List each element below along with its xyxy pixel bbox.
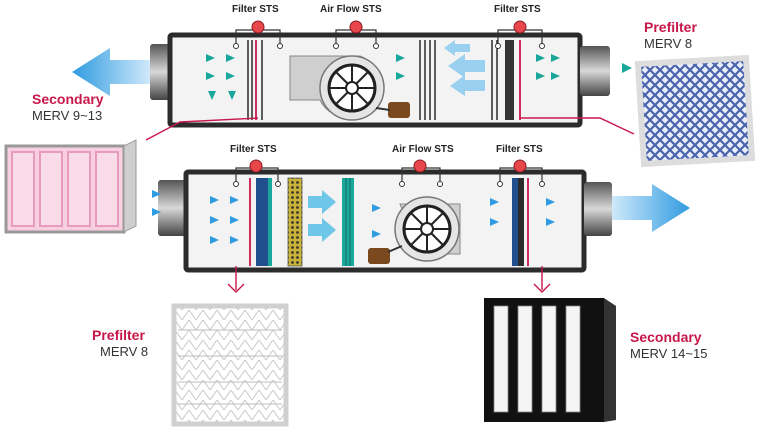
bag-filter-image: [4, 139, 137, 234]
airflow-arrow-icon: [308, 190, 336, 242]
airflow-arrow-icon: [152, 190, 555, 244]
motor-icon: [375, 102, 410, 118]
motor-icon: [368, 245, 403, 264]
top-airflow-sts-label: Air Flow STS: [320, 4, 382, 15]
airflow-arrow-icon: [622, 63, 632, 73]
airflow-arrow-icon: [72, 48, 150, 96]
sensor-gauge-icon: [249, 159, 527, 173]
bottom-left-filter-title: Prefilter: [92, 327, 145, 343]
duct-collar-right: [580, 46, 610, 96]
top-left-filter-title: Secondary: [32, 91, 104, 107]
pleated-blue-filter-image: [634, 54, 756, 168]
airflow-arrow-icon: [612, 184, 690, 232]
top-filter-sts-label-left: Filter STS: [232, 4, 279, 15]
bottom-air-handler-unit: [152, 159, 690, 293]
duct-collar-left: [158, 180, 186, 236]
pleated-white-filter-image: [171, 303, 289, 427]
top-air-handler-unit: [72, 20, 635, 141]
fan-icon: [394, 196, 461, 262]
sensor-gauge-icon: [251, 20, 527, 34]
bottom-filter-sts-label-right: Filter STS: [496, 144, 543, 155]
top-left-filter-rating: MERV 9~13: [32, 108, 103, 123]
bottom-right-filter-title: Secondary: [630, 329, 702, 345]
bottom-right-filter-rating: MERV 14~15: [630, 346, 708, 361]
duct-collar-right: [584, 182, 612, 236]
top-right-filter-title: Prefilter: [644, 19, 697, 35]
bottom-filter-sts-label-left: Filter STS: [230, 144, 277, 155]
bottom-left-filter-rating: MERV 8: [100, 344, 149, 359]
bottom-airflow-sts-label: Air Flow STS: [392, 144, 454, 155]
airflow-arrow-icon: [206, 54, 560, 100]
fan-icon: [289, 55, 385, 121]
top-filter-sts-label-right: Filter STS: [494, 4, 541, 15]
top-right-filter-rating: MERV 8: [644, 36, 693, 51]
airflow-arrow-icon: [444, 40, 485, 96]
v-bank-filter-image: [484, 298, 616, 422]
duct-collar-left: [150, 44, 170, 100]
